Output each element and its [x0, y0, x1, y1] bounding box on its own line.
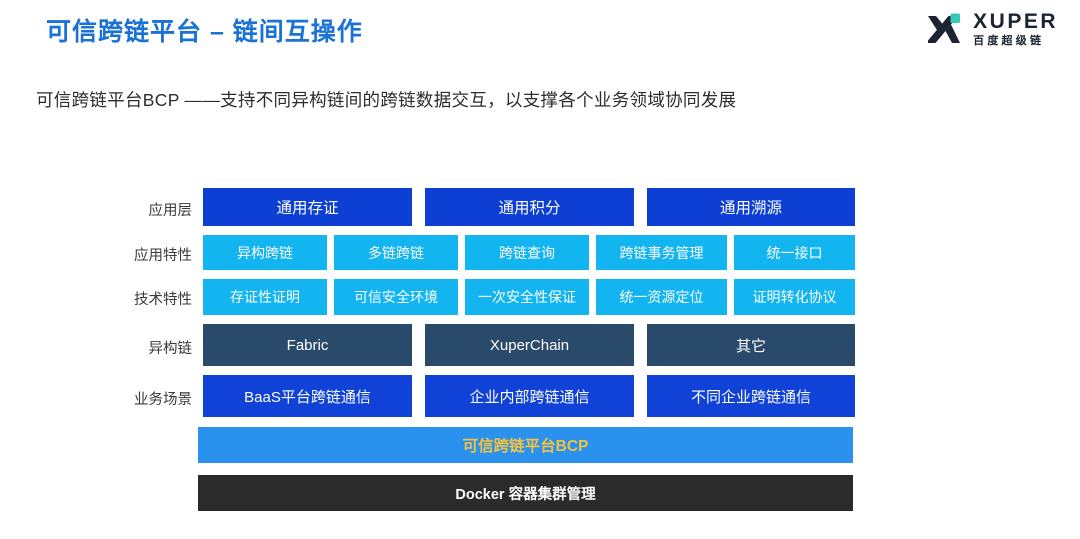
diagram-row-business-scenarios: BaaS平台跨链通信 企业内部跨链通信 不同企业跨链通信	[203, 375, 855, 417]
diagram-cell-crosschain-transaction-management[interactable]: 跨链事务管理	[596, 235, 727, 270]
diagram-row-application-layer: 通用存证 通用积分 通用溯源	[203, 188, 855, 226]
brand-logo: XUPER 百度超级链	[926, 8, 1058, 50]
row-label-application-layer: 应用层	[148, 203, 193, 219]
diagram-cell-crosschain-query[interactable]: 跨链查询	[465, 235, 589, 270]
platform-bar-bcp[interactable]: 可信跨链平台BCP	[198, 427, 853, 463]
row-label-application-features: 应用特性	[134, 248, 192, 264]
diagram-cell-multichain-crosschain[interactable]: 多链跨链	[334, 235, 458, 270]
diagram-cell-intra-enterprise-crosschain-communication[interactable]: 企业内部跨链通信	[425, 375, 634, 417]
page-title: 可信跨链平台 – 链间互操作	[46, 18, 363, 46]
diagram-cell-general-points[interactable]: 通用积分	[425, 188, 634, 226]
diagram-cell-unified-interface[interactable]: 统一接口	[734, 235, 855, 270]
diagram-cell-general-traceability[interactable]: 通用溯源	[647, 188, 855, 226]
diagram-cell-unified-resource-locator[interactable]: 统一资源定位	[596, 279, 727, 315]
diagram-cell-inter-enterprise-crosschain-communication[interactable]: 不同企业跨链通信	[647, 375, 855, 417]
diagram-row-application-features: 异构跨链 多链跨链 跨链查询 跨链事务管理 统一接口	[203, 235, 855, 270]
page-header: 可信跨链平台 – 链间互操作 XUPER 百度超级链	[0, 0, 1080, 62]
diagram-cell-other[interactable]: 其它	[647, 324, 855, 366]
logo-text-block: XUPER 百度超级链	[973, 11, 1058, 47]
diagram-row-technical-features: 存证性证明 可信安全环境 一次安全性保证 统一资源定位 证明转化协议	[203, 279, 855, 315]
xuper-x-logo-icon	[926, 12, 964, 46]
row-label-technical-features: 技术特性	[134, 292, 192, 308]
infrastructure-bar-docker[interactable]: Docker 容器集群管理	[198, 475, 853, 511]
diagram-cell-proof-conversion-protocol[interactable]: 证明转化协议	[734, 279, 855, 315]
logo-wordmark: XUPER	[973, 10, 1058, 33]
diagram-cell-xuperchain[interactable]: XuperChain	[425, 324, 634, 366]
diagram-cell-deposit-proof[interactable]: 存证性证明	[203, 279, 327, 315]
diagram-cell-heterogeneous-crosschain[interactable]: 异构跨链	[203, 235, 327, 270]
diagram-cell-baas-platform-crosschain-communication[interactable]: BaaS平台跨链通信	[203, 375, 412, 417]
row-label-heterogeneous-chains: 异构链	[148, 341, 193, 357]
subtitle-text: 可信跨链平台BCP ——支持不同异构链间的跨链数据交互，以支撑各个业务领域协同发…	[36, 90, 737, 110]
logo-subtext: 百度超级链	[973, 35, 1045, 47]
diagram-cell-fabric[interactable]: Fabric	[203, 324, 412, 366]
diagram-cell-general-deposit[interactable]: 通用存证	[203, 188, 412, 226]
diagram-row-heterogeneous-chains: Fabric XuperChain 其它	[203, 324, 855, 366]
diagram-cell-one-time-security-guarantee[interactable]: 一次安全性保证	[465, 279, 589, 315]
row-label-business-scenarios: 业务场景	[134, 392, 192, 408]
diagram-cell-trusted-secure-environment[interactable]: 可信安全环境	[334, 279, 458, 315]
